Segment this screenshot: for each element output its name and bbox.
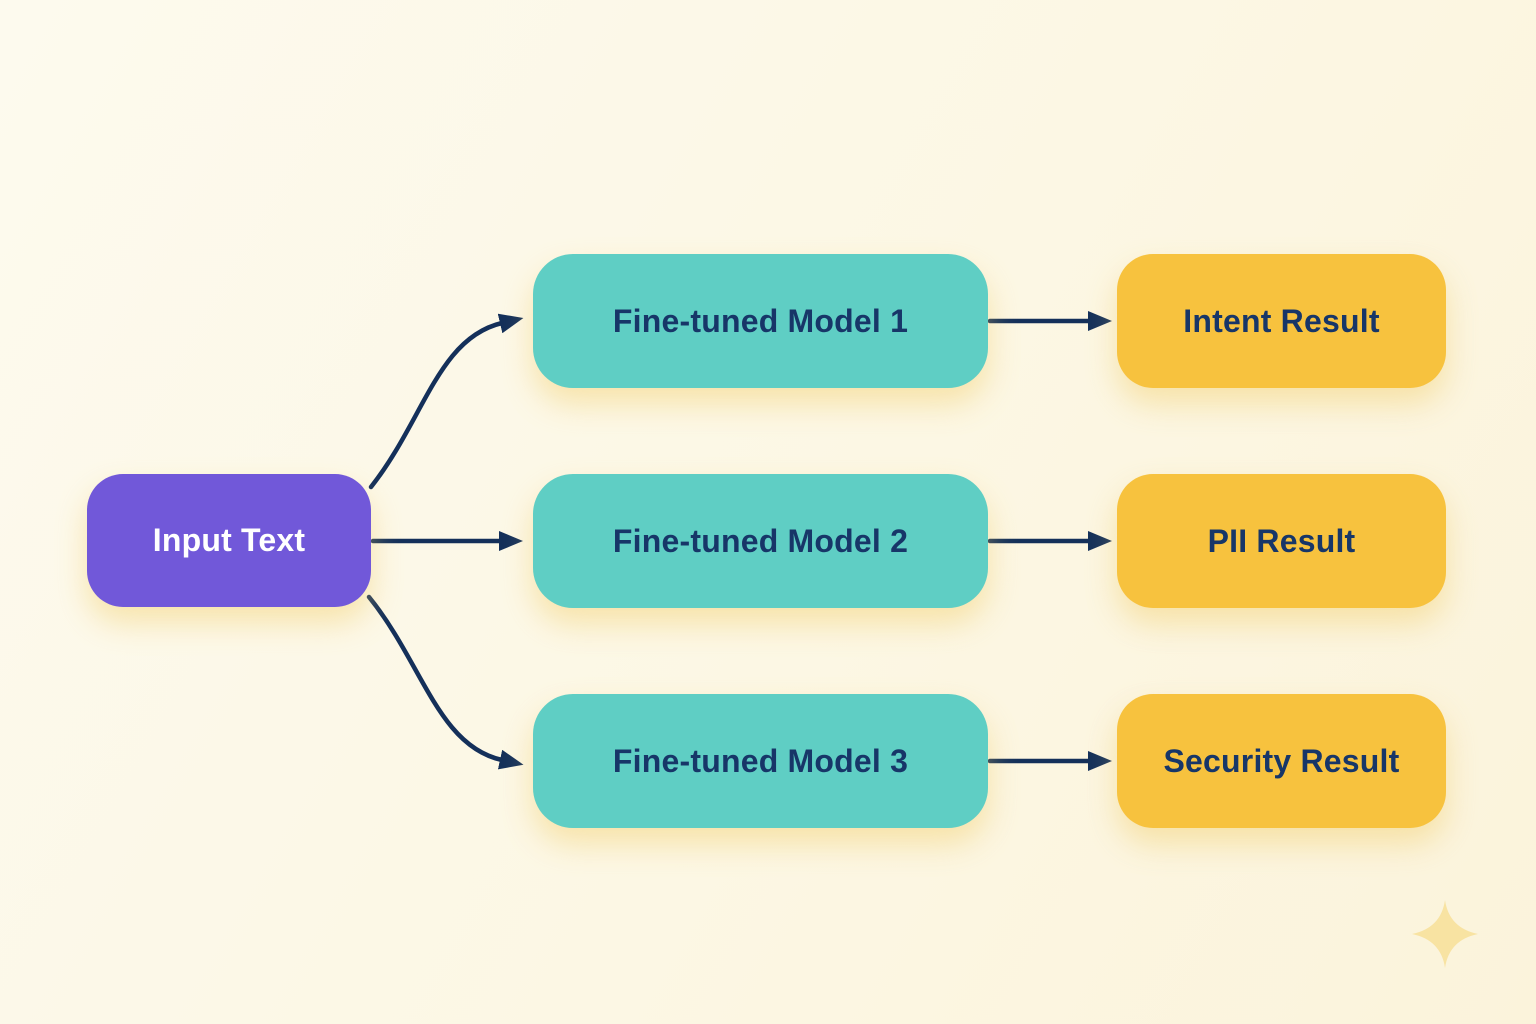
pii-result-node: PII Result: [1117, 474, 1446, 608]
sparkle-icon: [1412, 900, 1478, 968]
arrow-input-to-model-3: [366, 594, 524, 770]
model-1-node: Fine-tuned Model 1: [533, 254, 988, 388]
input-text-node: Input Text: [87, 474, 371, 607]
model-3-node: Fine-tuned Model 3: [533, 694, 988, 828]
arrow-input-to-model-1: [368, 313, 524, 490]
model-2-node: Fine-tuned Model 2: [533, 474, 988, 608]
intent-result-node: Intent Result: [1117, 254, 1446, 388]
security-result-node: Security Result: [1117, 694, 1446, 828]
